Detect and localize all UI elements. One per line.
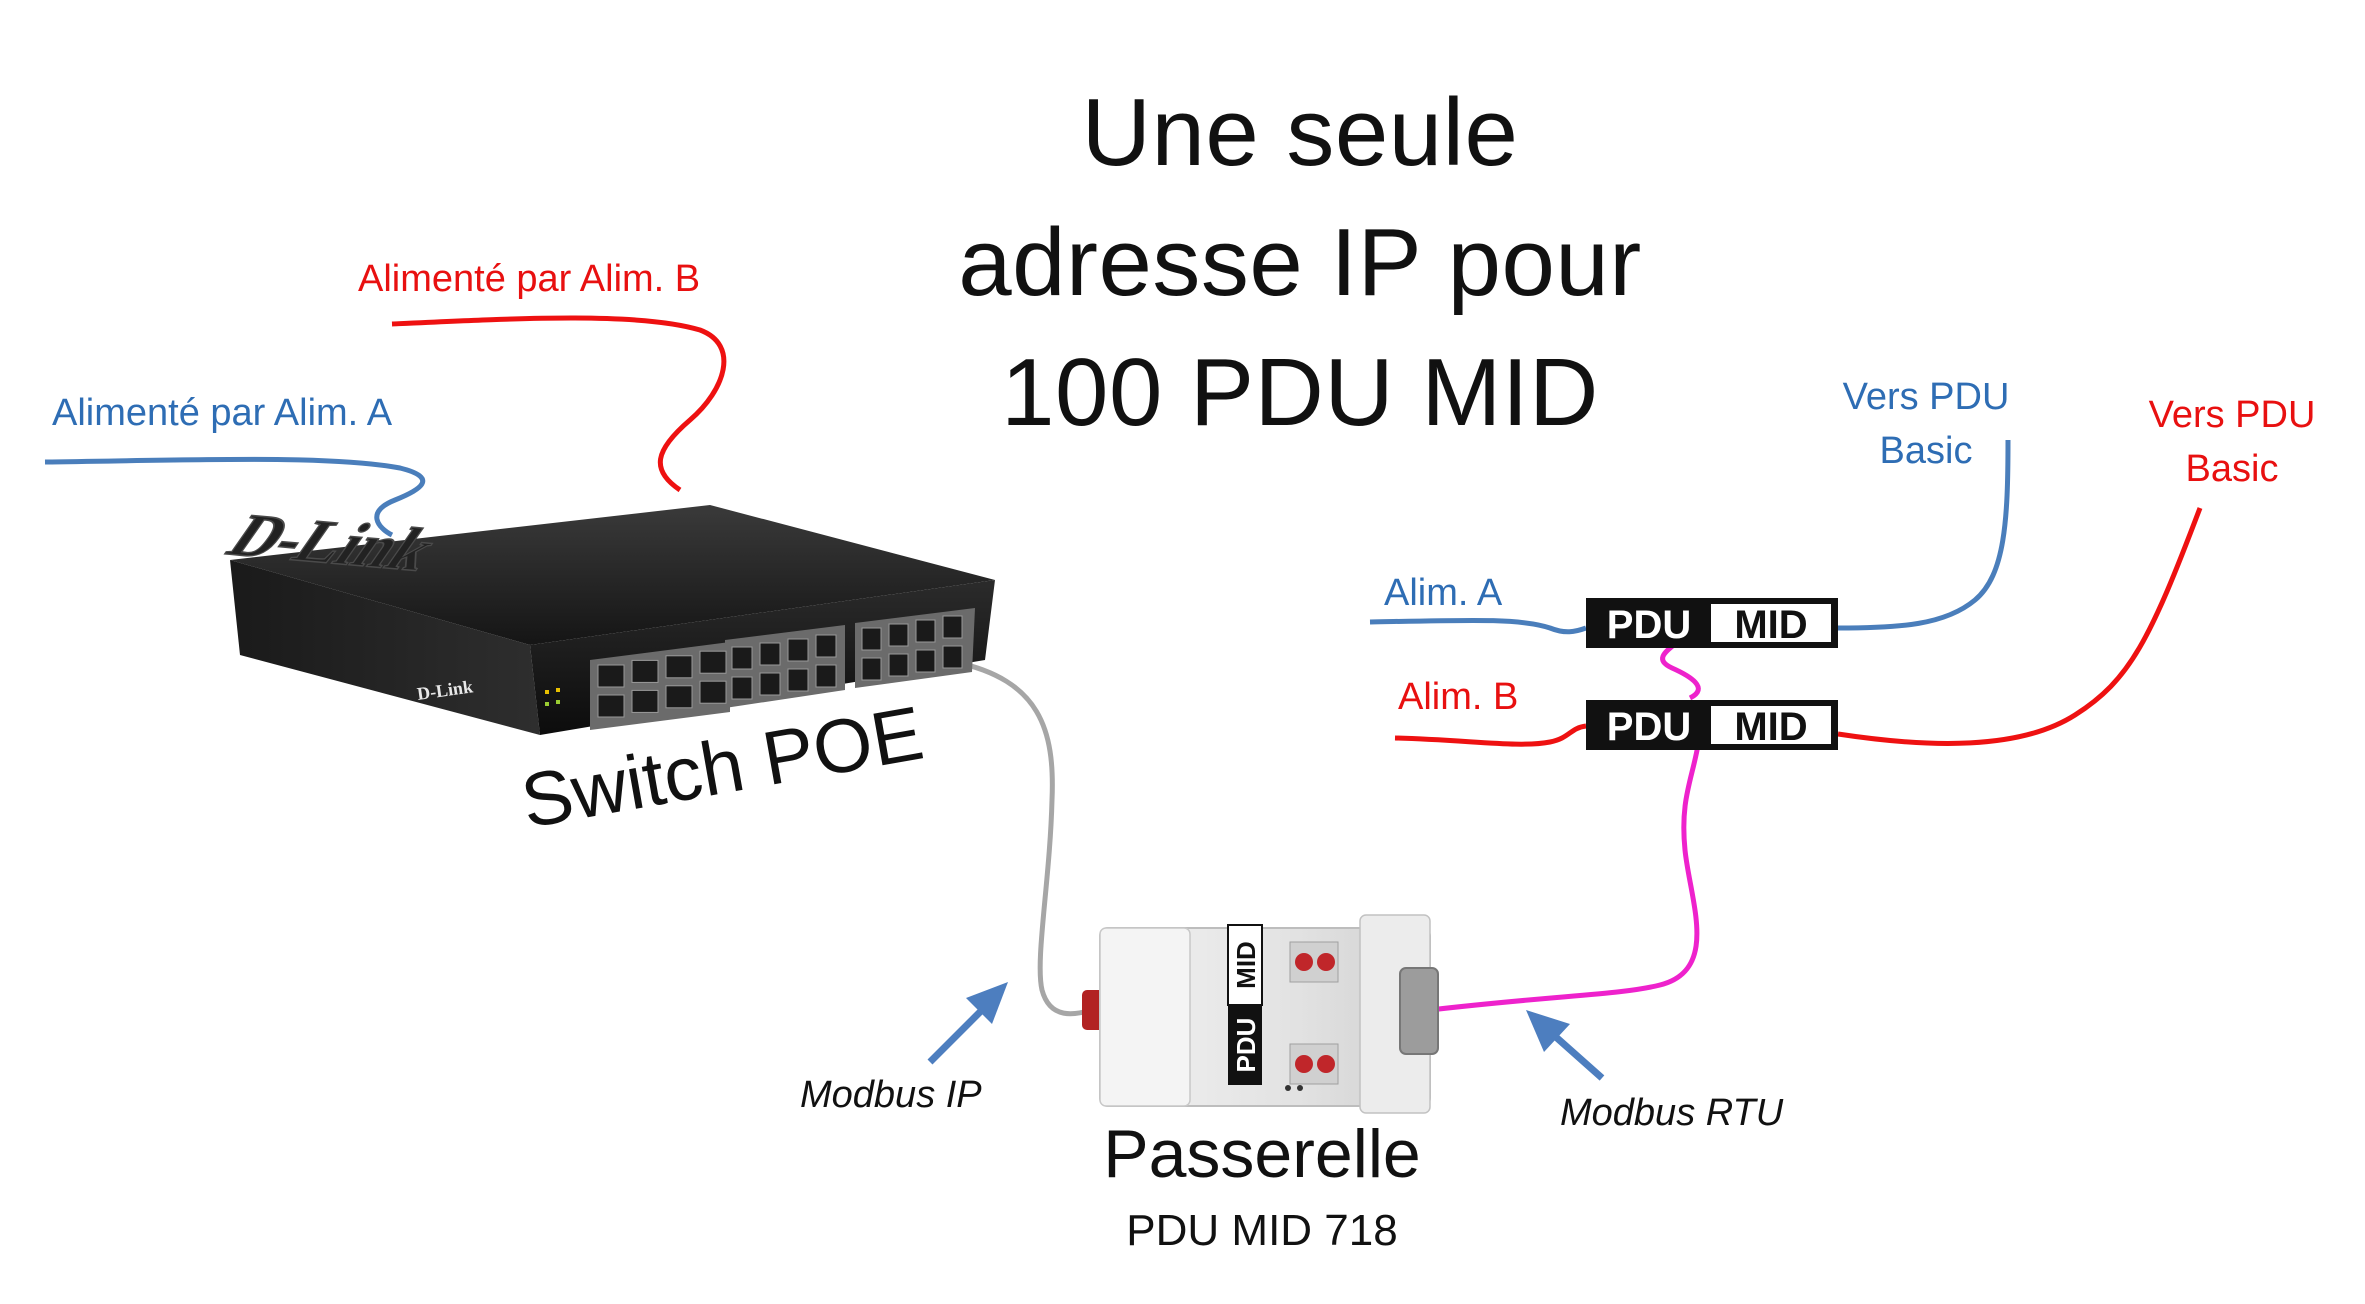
- gateway-terminals: [1289, 941, 1339, 1085]
- switch-port: [861, 657, 882, 681]
- pdu-a-output-label-1: Vers PDU: [1842, 376, 2010, 418]
- poe-switch: D-Link D-Link: [214, 501, 995, 735]
- pdu-a-right: MID: [1734, 603, 1807, 647]
- gateway-label: Passerelle: [1103, 1116, 1421, 1192]
- switch-port: [665, 685, 693, 709]
- switch-port: [815, 664, 837, 688]
- switch-port: [665, 655, 693, 679]
- switch-feed-b-cable: [391, 315, 727, 493]
- switch-port: [888, 623, 909, 647]
- modbus-rtu-cable: [1429, 744, 1701, 1013]
- pdu-a-left: PDU: [1607, 603, 1691, 647]
- pdu-a-input-cable: [1369, 617, 1587, 635]
- switch-port: [787, 668, 809, 692]
- pdu-mid-unit-a: PDU MID: [1586, 598, 1838, 648]
- switch-port: [861, 627, 882, 651]
- switch-port: [915, 619, 936, 643]
- switch-feed-a-cable: [44, 456, 426, 538]
- switch-port: [731, 676, 753, 700]
- pdu-b-output-cable: [1837, 507, 2203, 746]
- modbus-rtu-arrow: [1526, 1010, 1605, 1081]
- switch-port: [787, 638, 809, 662]
- switch-feed-b-label: Alimenté par Alim. B: [358, 258, 701, 300]
- pdu-a-output-label-2: Basic: [1879, 430, 1973, 472]
- title-line-3: 100 PDU MID: [1001, 339, 1599, 446]
- pdu-b-input-cable: [1394, 723, 1587, 747]
- title-line-2: adresse IP pour: [958, 209, 1642, 316]
- gateway-model: PDU MID 718: [1126, 1206, 1398, 1255]
- switch-port: [942, 615, 963, 639]
- modbus-rtu-label: Modbus RTU: [1560, 1092, 1784, 1134]
- gateway-device: PDU MID: [1082, 914, 1439, 1114]
- switch-port: [699, 680, 727, 704]
- switch-port-grid: [597, 615, 963, 718]
- switch-port: [731, 646, 753, 670]
- switch-port: [942, 645, 963, 669]
- title-line-1: Une seule: [1081, 79, 1519, 186]
- pdu-b-right: MID: [1734, 705, 1807, 749]
- gateway-badge-left: PDU: [1231, 1018, 1261, 1073]
- pdu-b-left: PDU: [1607, 705, 1691, 749]
- switch-port: [759, 642, 781, 666]
- gateway-badge: PDU MID: [1227, 924, 1263, 1085]
- pdu-a-output-cable: [1837, 439, 2011, 631]
- switch-port: [915, 649, 936, 673]
- pdu-a-input-label: Alim. A: [1384, 572, 1503, 614]
- switch-port: [888, 653, 909, 677]
- modbus-ip-label: Modbus IP: [800, 1074, 982, 1116]
- gateway-badge-right: MID: [1231, 941, 1261, 989]
- pdu-b-input-label: Alim. B: [1398, 676, 1519, 718]
- switch-port: [699, 650, 727, 674]
- pdu-mid-unit-b: PDU MID: [1586, 700, 1838, 750]
- switch-status-leds: [545, 688, 560, 706]
- modbus-ip-arrow: [927, 982, 1008, 1065]
- pdu-b-output-label-2: Basic: [2185, 448, 2279, 490]
- switch-port: [631, 659, 659, 683]
- switch-port: [759, 672, 781, 696]
- switch-port: [597, 664, 625, 688]
- switch-port: [631, 689, 659, 713]
- switch-feed-a-label: Alimenté par Alim. A: [52, 392, 393, 434]
- ethernet-cable: [954, 659, 1093, 1017]
- switch-port: [597, 694, 625, 718]
- pdu-b-output-label-1: Vers PDU: [2148, 394, 2316, 436]
- switch-port: [815, 634, 837, 658]
